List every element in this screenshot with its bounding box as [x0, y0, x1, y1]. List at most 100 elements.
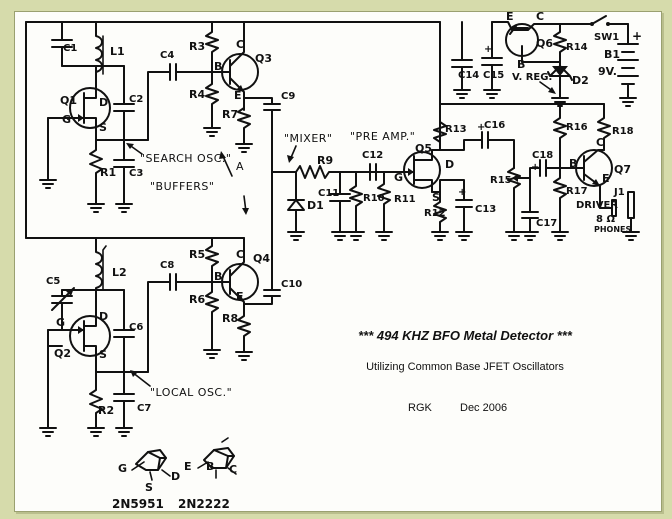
phones-impedance: 8 Ω: [596, 214, 615, 225]
driver-stage: R15 C18 + C17 R16 R17 B C E Q7 R18 J1 DR…: [490, 103, 640, 241]
local-osc-annotation: "LOCAL OSC.": [150, 386, 232, 399]
q1-label: Q1: [60, 94, 77, 107]
q3-emitter-pin: E: [234, 89, 242, 102]
c6-label: C6: [129, 322, 143, 333]
local-buffer: R5 R6 B E C Q4 R8 C10: [189, 171, 302, 361]
local-oscillator: L2 C5 G D S Q2 C6 R2 C7 C8: [25, 237, 245, 437]
q6-label: Q6: [536, 37, 553, 50]
c18-label: C18: [532, 150, 553, 161]
buffers-annotation: "BUFFERS": [150, 180, 214, 193]
r1-label: R1: [100, 166, 116, 179]
jfet-s-pin: S: [145, 481, 153, 494]
q6-emitter-pin: E: [506, 10, 514, 23]
q2-source-pin: S: [99, 348, 107, 361]
search-osc-annotation: "SEARCH OSC.": [140, 152, 231, 165]
r13-label: R13: [445, 124, 467, 135]
r12-label: R12: [424, 208, 446, 219]
q4-emitter-pin: E: [236, 290, 244, 303]
phones-annotation: PHONES: [594, 225, 632, 234]
r10-label: R10: [363, 193, 385, 204]
pre-amp-annotation: "PRE AMP.": [350, 130, 415, 143]
r11-label: R11: [394, 194, 416, 205]
buffers-tag: A: [236, 160, 244, 173]
q3-label: Q3: [255, 52, 272, 65]
title-block: *** 494 KHZ BFO Metal Detector *** Utili…: [358, 328, 573, 414]
q7-emitter-pin: E: [602, 172, 610, 185]
search-oscillator: C1 L1 Q1 G D S C2 R1 C3 C4: [25, 21, 441, 239]
c13-label: C13: [475, 204, 496, 215]
d1-label: D1: [307, 199, 324, 212]
r16-label: R16: [566, 122, 588, 133]
sw1-label: SW1: [594, 32, 619, 43]
c17-label: C17: [536, 218, 557, 229]
c1-label: C1: [63, 43, 77, 54]
q5-label: Q5: [415, 142, 432, 155]
driver-annotation: DRIVER: [576, 200, 618, 211]
mixer-annotation: "MIXER": [284, 132, 332, 145]
c11-label: C11: [318, 188, 339, 199]
pinout-sketches: G S D 2N5951 E B C 2N2222: [112, 437, 237, 511]
q5-source-pin: S: [432, 191, 440, 204]
jfet-d-pin: D: [171, 470, 180, 483]
q2-gate-pin: G: [56, 316, 65, 329]
q6-collector-pin: C: [536, 10, 544, 23]
q3-collector-pin: C: [236, 38, 244, 51]
c8-label: C8: [160, 260, 174, 271]
r18-label: R18: [612, 126, 634, 137]
c15-plus: +: [484, 44, 492, 55]
c16-label: C16: [484, 120, 505, 131]
power-supply: C14 + C15 E C B Q6 V. REG. R14 D2 SW1 + …: [439, 10, 642, 107]
q7-label: Q7: [614, 163, 631, 176]
pre-amp: R11 G D S Q5 + C13 R12 R13 + C16: [375, 103, 515, 241]
c13-plus: +: [458, 187, 466, 198]
c18-plus: +: [531, 162, 539, 173]
q4-label: Q4: [253, 252, 270, 265]
q7-base-pin: B: [569, 157, 577, 170]
bjt-c-pin: C: [229, 463, 237, 476]
vreg-annotation: V. REG.: [512, 72, 552, 83]
l1-label: L1: [110, 45, 125, 58]
l2-label: L2: [112, 266, 127, 279]
date: Dec 2006: [460, 402, 507, 414]
q4-collector-pin: C: [236, 248, 244, 261]
q4-base-pin: B: [214, 270, 222, 283]
r9-label: R9: [317, 154, 333, 167]
r6-label: R6: [189, 293, 205, 306]
c14-label: C14: [458, 70, 479, 81]
search-buffer: R3 R4 B C E Q3 R7 C9: [189, 21, 295, 173]
c3-label: C3: [129, 168, 143, 179]
c5-label: C5: [46, 276, 60, 287]
jfet-part-number: 2N5951: [112, 497, 164, 511]
bjt-e-pin: E: [184, 460, 192, 473]
author: RGK: [408, 402, 433, 414]
mixer: R9 D1 C11 R10 C12: [271, 150, 385, 241]
r3-label: R3: [189, 40, 205, 53]
r14-label: R14: [566, 42, 588, 53]
q2-drain-pin: D: [99, 310, 108, 323]
q6-base-pin: B: [517, 58, 525, 71]
q1-drain-pin: D: [99, 96, 108, 109]
b1-voltage: 9V.: [598, 65, 617, 78]
q7-collector-pin: C: [596, 136, 604, 149]
diagram-subtitle: Utilizing Common Base JFET Oscillators: [366, 361, 564, 373]
r17-label: R17: [566, 186, 588, 197]
annotations: "SEARCH OSC." "BUFFERS" A "MIXER" "PRE A…: [126, 130, 415, 399]
bjt-part-number: 2N2222: [178, 497, 230, 511]
b1-label: B1: [604, 48, 620, 61]
r4-label: R4: [189, 88, 205, 101]
q1-source-pin: S: [99, 121, 107, 134]
q2-label: Q2: [54, 347, 71, 360]
c15-label: C15: [483, 70, 504, 81]
jfet-g-pin: G: [118, 462, 127, 475]
q5-gate-pin: G: [394, 171, 403, 184]
c16-plus: +: [477, 122, 485, 133]
q3-base-pin: B: [214, 60, 222, 73]
j1-label: J1: [613, 187, 625, 198]
c4-label: C4: [160, 50, 174, 61]
c7-label: C7: [137, 403, 151, 414]
diagram-title: *** 494 KHZ BFO Metal Detector ***: [358, 328, 573, 343]
c9-label: C9: [281, 91, 295, 102]
r5-label: R5: [189, 248, 205, 261]
